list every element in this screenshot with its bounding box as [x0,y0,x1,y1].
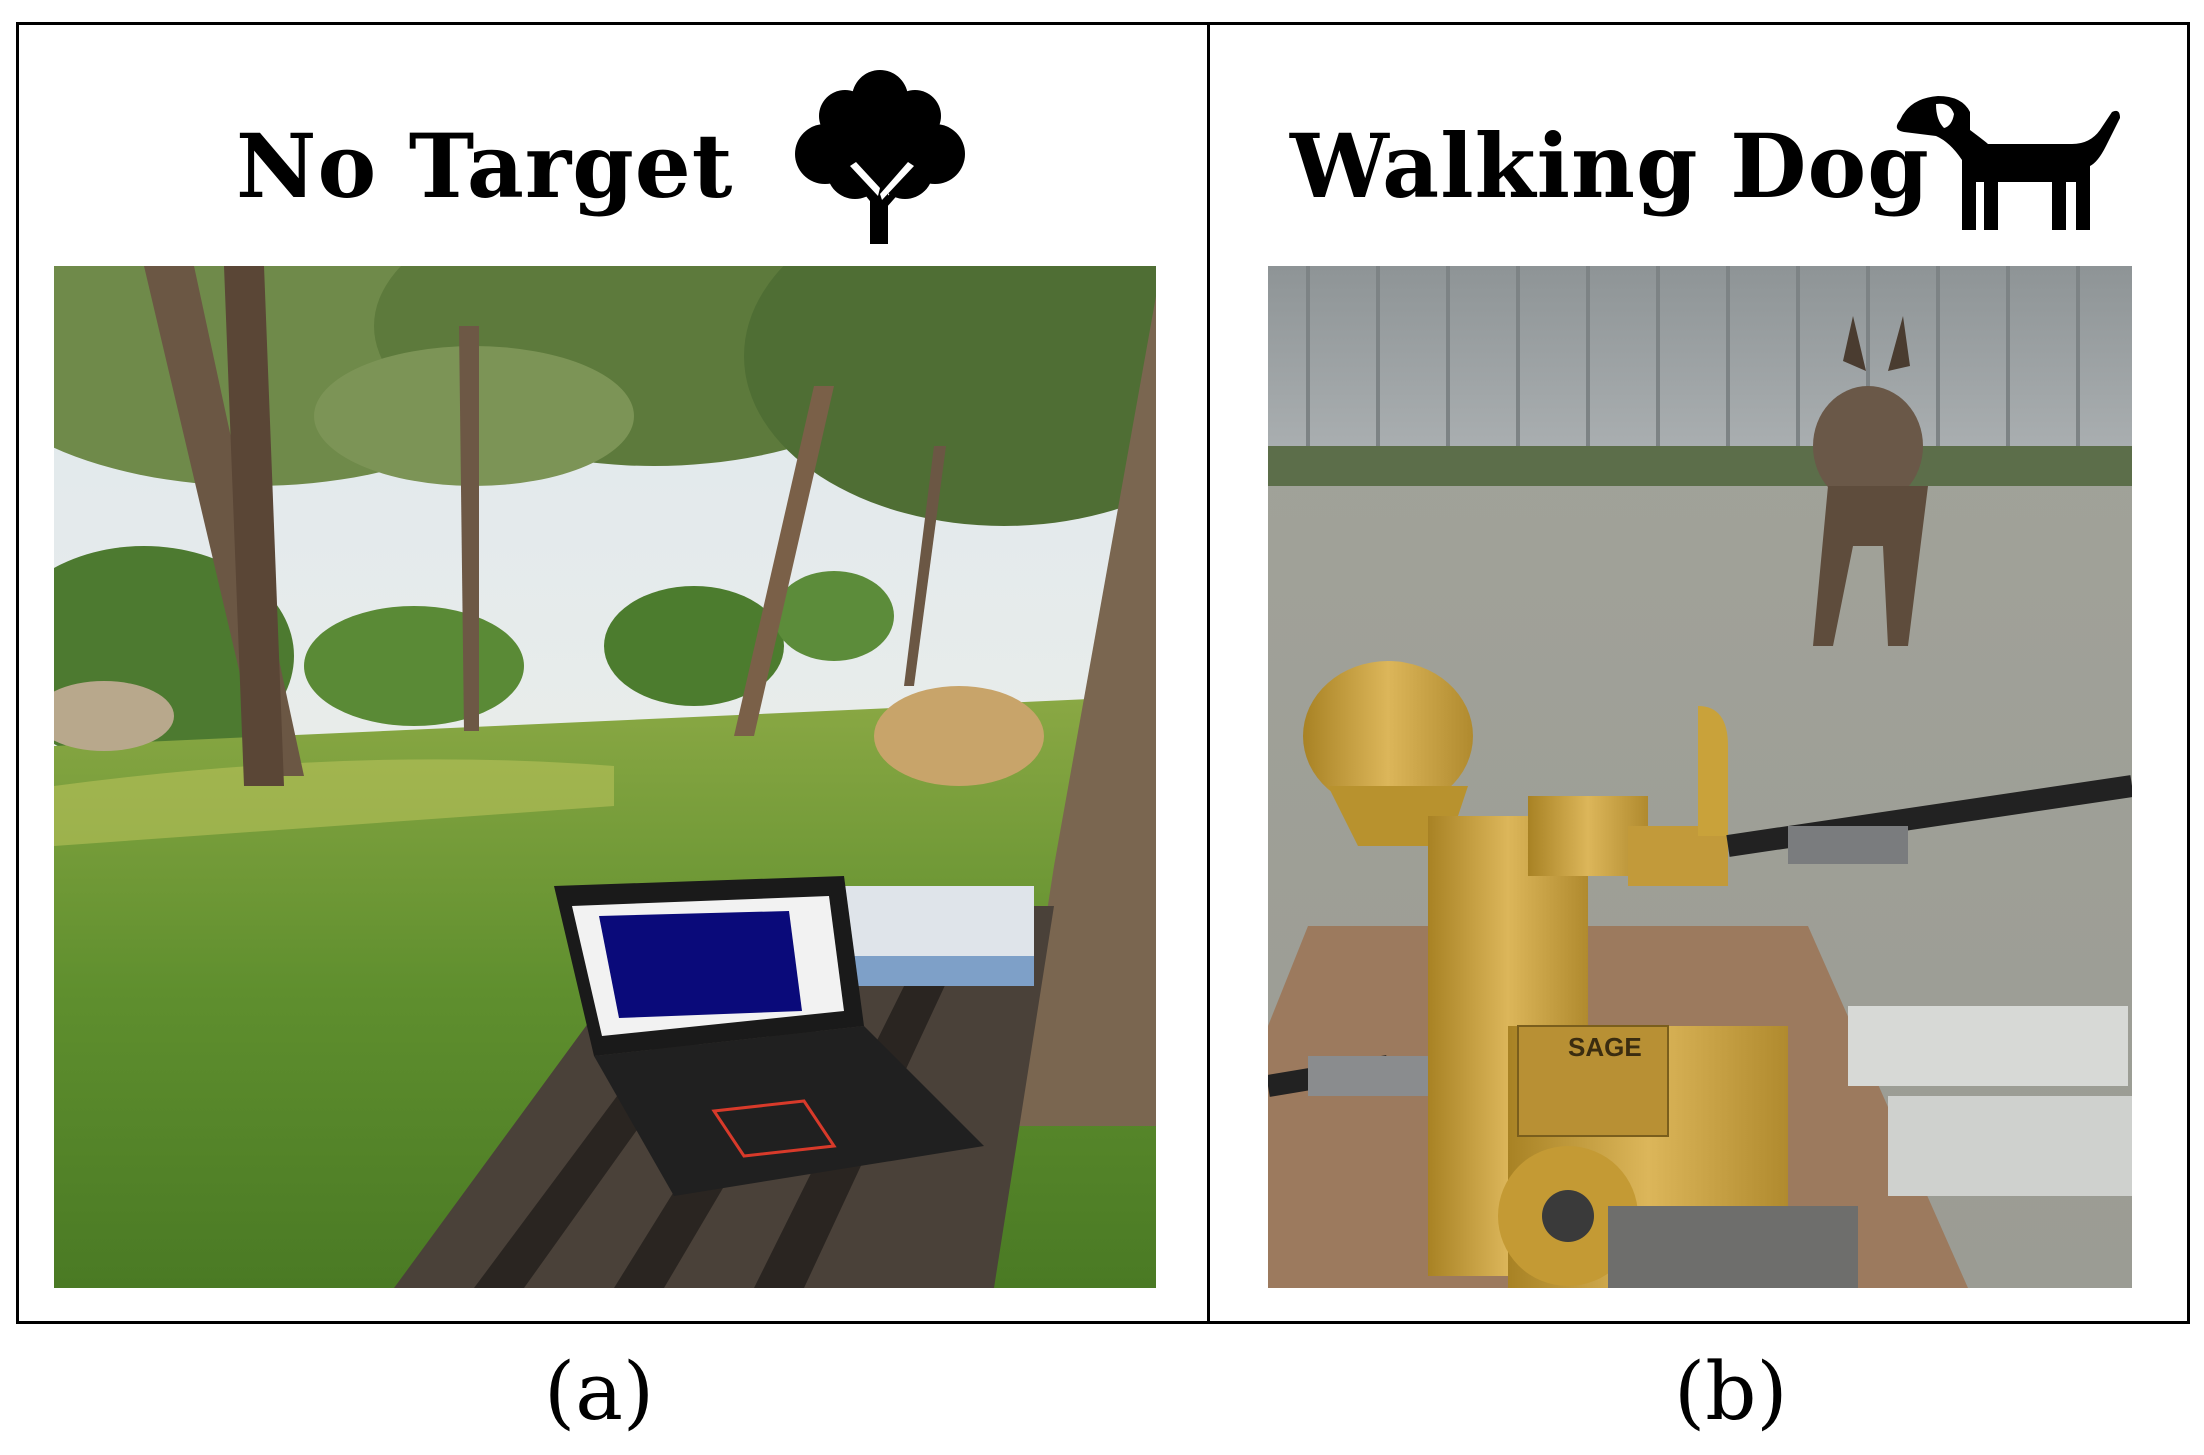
dog-icon [1890,90,2122,236]
tree-icon [790,66,970,246]
figure-frame [16,22,2190,1324]
panel-b-caption: (b) [1674,1345,1788,1438]
park-bench-laptop-photo [54,266,1156,1288]
panel-divider [1207,22,1210,1324]
panel-b-title: Walking Dog [1290,114,1930,218]
panel-a-title: No Target [236,114,734,218]
panel-a-caption: (a) [544,1345,655,1438]
antenna-brand-label: SAGE [1568,1032,1642,1062]
dog-antenna-photo: SAGE [1268,266,2132,1288]
